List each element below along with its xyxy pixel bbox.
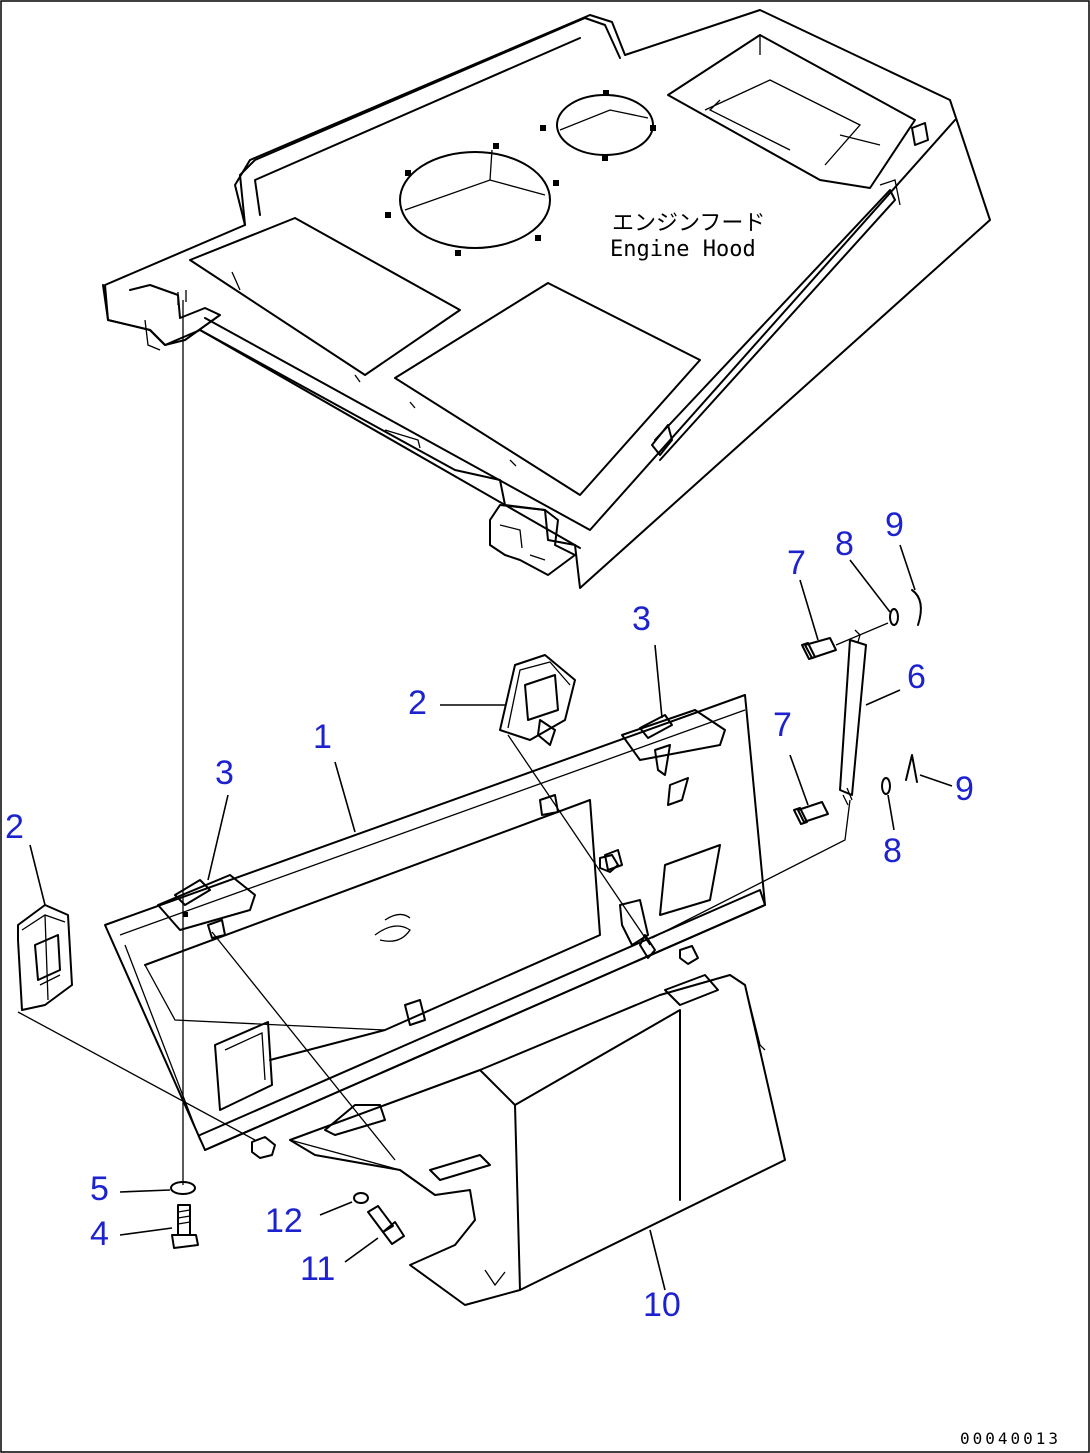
washer-upper [889,608,899,626]
callout-3-left: 3 [215,754,234,792]
callout-2-right: 2 [408,684,427,722]
callout-2-left: 2 [5,808,24,846]
under-cover [289,974,786,1306]
hinge-right [621,709,726,776]
hinge-left [157,874,256,939]
latch-left [17,904,73,1011]
latch-left-guide-line [17,1011,256,1141]
snap-pin-lower [905,754,918,783]
callout-6: 6 [907,658,926,696]
side-cover-panel [104,694,766,1151]
latch-right-guide-line [507,734,651,946]
callout-8-lower: 8 [883,832,902,870]
engine-hood-label-english: Engine Hood [610,237,756,262]
callout-11: 11 [300,1250,335,1288]
washer-bolt [170,1181,196,1195]
nut-lower-left [251,1136,276,1159]
callout-4: 4 [90,1215,109,1253]
callout-5: 5 [90,1170,109,1208]
bolt-angled [367,1205,405,1245]
callout-1: 1 [313,718,332,756]
bolt-vertical [171,1204,199,1249]
leader-lines [29,544,953,1291]
callout-7-lower: 7 [773,706,792,744]
latch-right [499,654,576,746]
snap-pin-upper [911,589,922,626]
drawing-reference-code: 00040013 [960,1429,1061,1448]
callout-12: 12 [265,1202,303,1240]
callout-8-upper: 8 [835,525,854,563]
callout-10: 10 [643,1286,681,1324]
pin-upper [801,637,837,660]
callout-3-right: 3 [632,600,651,638]
nut-center [599,854,619,873]
gas-spring-guide-line [651,799,851,939]
pin-lower [793,801,829,825]
callout-7-upper: 7 [787,544,806,582]
washer-lower [881,777,891,795]
pin-upper-axis [835,622,889,646]
nut-lower-right [679,945,699,965]
callout-9-lower: 9 [955,770,974,808]
engine-hood-label-japanese: エンジンフード [612,211,765,236]
callout-9-upper: 9 [885,506,904,544]
washer-small [353,1192,369,1204]
hinge-left-guide-line [211,931,396,1161]
